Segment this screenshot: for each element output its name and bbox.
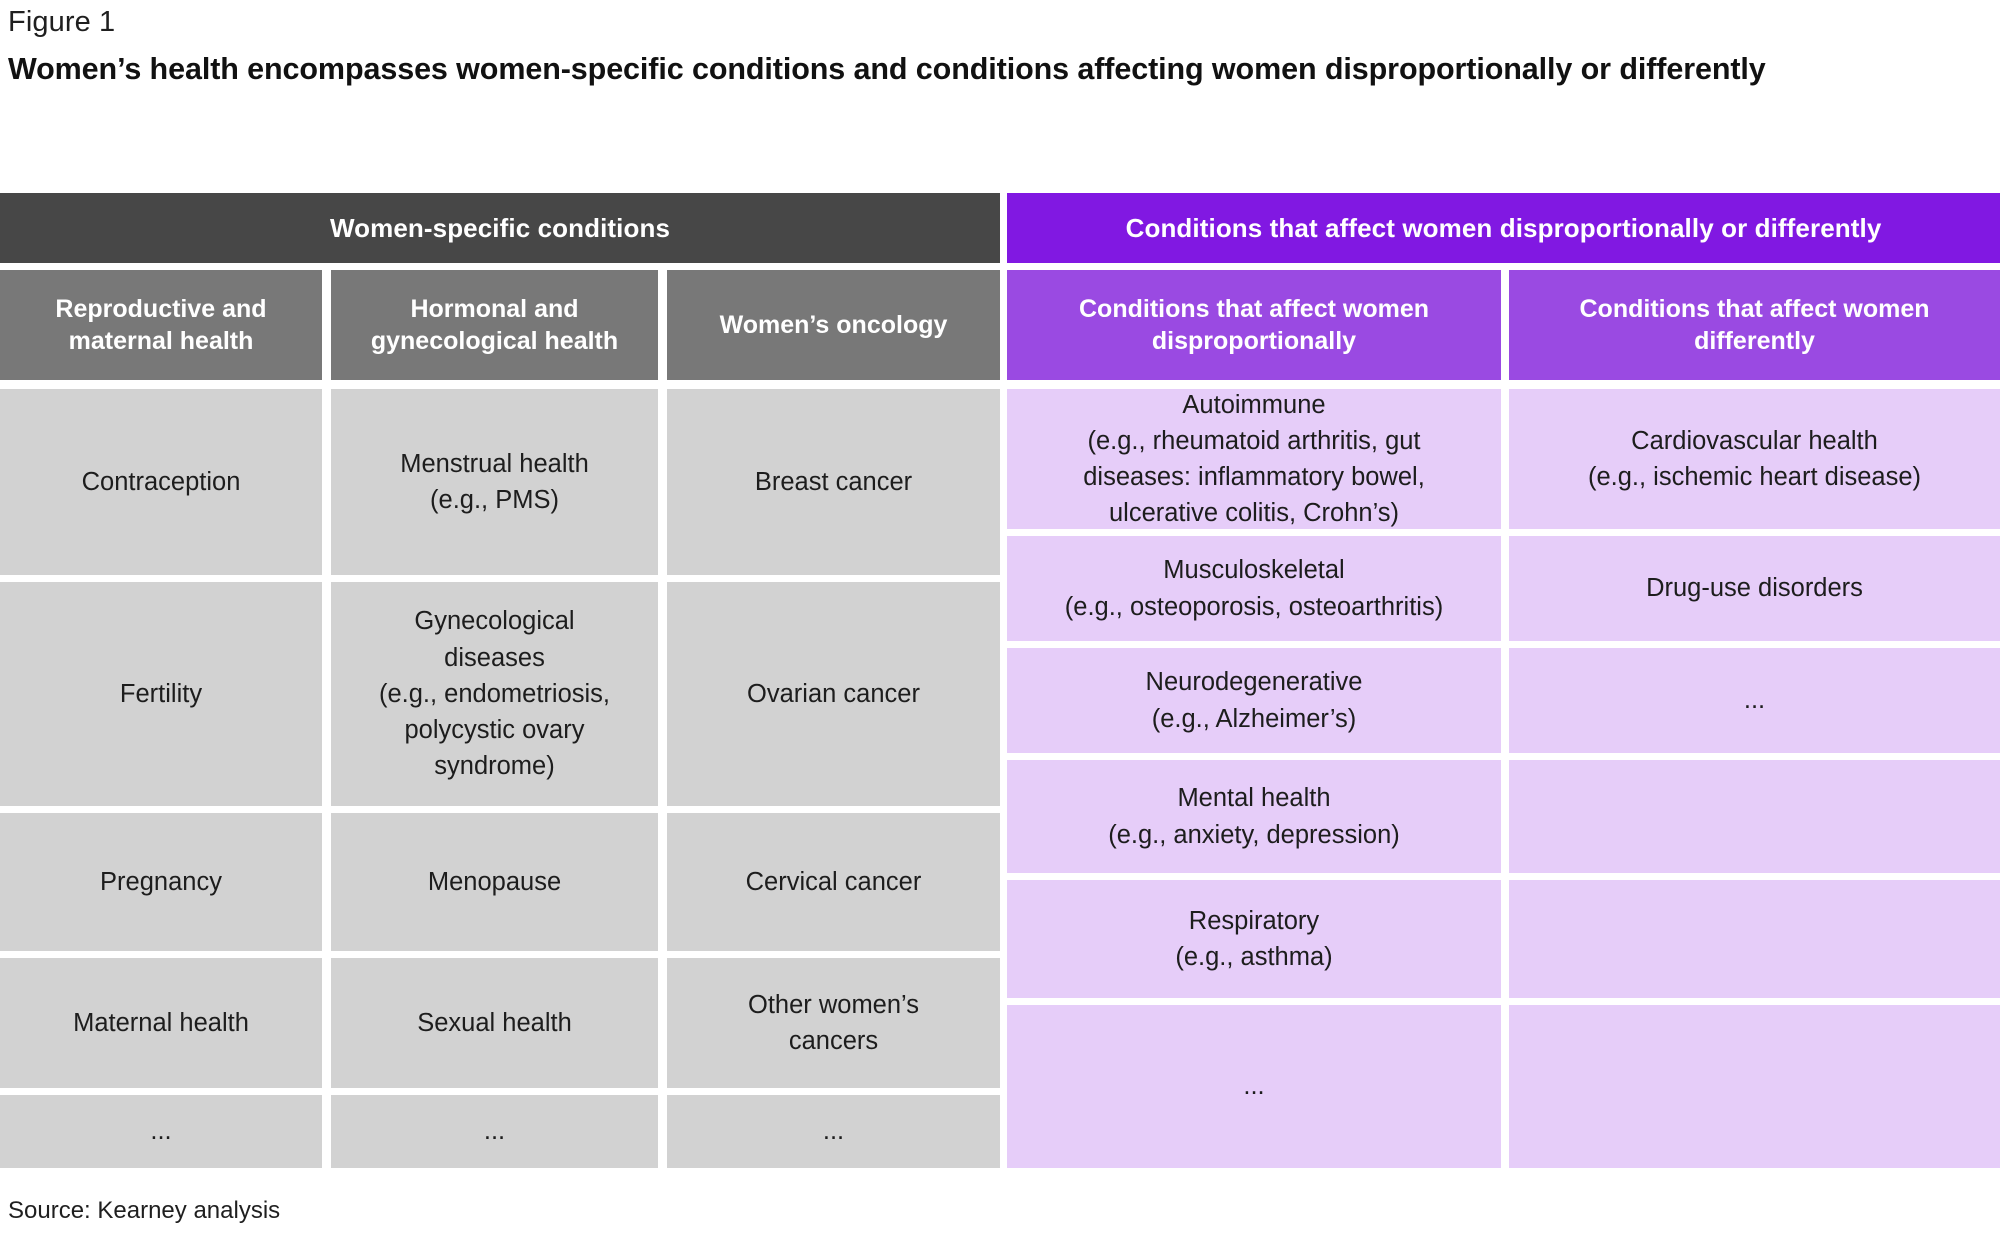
cell-text: Gynecological diseases (e.g., endometrio… [378, 607, 611, 781]
column-header-label: Hormonal and gynecological health [370, 295, 619, 355]
table-cell-differently-1: Cardiovascular health (e.g., ischemic he… [1509, 389, 2000, 529]
table-cell-disproportionally-2: Musculoskeletal (e.g., osteoporosis, ost… [1007, 536, 1501, 641]
page-title: Women’s health encompasses women-specifi… [8, 52, 1766, 86]
column-header-label: Reproductive and maternal health [55, 295, 267, 355]
table-cell-differently-4 [1509, 760, 2000, 873]
cell-text: Fertility [119, 679, 203, 708]
cell-text: Respiratory (e.g., asthma) [1175, 906, 1333, 971]
cell-text: Ovarian cancer [747, 679, 920, 708]
table-cell-hormonal-4: Sexual health [331, 958, 658, 1088]
cell-text: ... [483, 1117, 506, 1146]
cell-text: Menstrual health (e.g., PMS) [400, 449, 589, 514]
figure-label: Figure 1 [8, 6, 116, 38]
table-cell-reproductive-5: ... [0, 1095, 322, 1168]
table-cell-differently-3: ... [1509, 648, 2000, 753]
table-cell-hormonal-2: Gynecological diseases (e.g., endometrio… [331, 582, 658, 806]
cell-text: ... [822, 1117, 845, 1146]
table-cell-oncology-5: ... [667, 1095, 1000, 1168]
cell-text: Pregnancy [100, 867, 222, 896]
source-note: Source: Kearney analysis [8, 1197, 281, 1224]
column-header-hormonal-gynecological-health: Hormonal and gynecological health [331, 270, 658, 380]
cell-text: Maternal health [73, 1008, 249, 1037]
table-cell-disproportionally-4: Mental health (e.g., anxiety, depression… [1007, 760, 1501, 873]
column-header-affect-women-differently: Conditions that affect women differently [1509, 270, 2000, 380]
table-cell-disproportionally-1: Autoimmune (e.g., rheumatoid arthritis, … [1007, 389, 1501, 529]
table-cell-disproportionally-6: ... [1007, 1005, 1501, 1168]
column-header-label: Women’s oncology [719, 311, 948, 339]
table-cell-oncology-1: Breast cancer [667, 389, 1000, 575]
table-cell-hormonal-5: ... [331, 1095, 658, 1168]
group-header-women-specific: Women-specific conditions [0, 193, 1000, 263]
table-cell-oncology-3: Cervical cancer [667, 813, 1000, 951]
cell-text: Drug-use disorders [1646, 574, 1863, 603]
cell-text: ... [1743, 686, 1766, 715]
table-cell-differently-6 [1509, 1005, 2000, 1168]
cell-text: Other women’s cancers [747, 990, 920, 1055]
table-cell-reproductive-2: Fertility [0, 582, 322, 806]
cell-text: Autoimmune (e.g., rheumatoid arthritis, … [1083, 390, 1425, 528]
cell-text: Sexual health [417, 1008, 572, 1037]
table-cell-hormonal-3: Menopause [331, 813, 658, 951]
cell-text: Cervical cancer [745, 867, 922, 896]
column-header-reproductive-maternal-health: Reproductive and maternal health [0, 270, 322, 380]
cell-text: Cardiovascular health (e.g., ischemic he… [1587, 426, 1922, 491]
table-cell-differently-2: Drug-use disorders [1509, 536, 2000, 641]
table-cell-oncology-4: Other women’s cancers [667, 958, 1000, 1088]
table-cell-differently-5 [1509, 880, 2000, 998]
cell-text: Mental health (e.g., anxiety, depression… [1108, 784, 1400, 849]
table-cell-hormonal-1: Menstrual health (e.g., PMS) [331, 389, 658, 575]
column-header-label: Conditions that affect women disproporti… [1079, 295, 1429, 355]
conditions-table: Women-specific conditions Conditions tha… [0, 193, 2000, 1168]
cell-text: Contraception [81, 467, 241, 496]
cell-text: ... [150, 1117, 172, 1146]
table-cell-reproductive-3: Pregnancy [0, 813, 322, 951]
table-cell-disproportionally-5: Respiratory (e.g., asthma) [1007, 880, 1501, 998]
cell-text: Neurodegenerative (e.g., Alzheimer’s) [1145, 668, 1363, 733]
cell-text: Menopause [427, 867, 562, 896]
table-cell-oncology-2: Ovarian cancer [667, 582, 1000, 806]
table-cell-reproductive-1: Contraception [0, 389, 322, 575]
group-header-disproportionally-or-differently: Conditions that affect women disproporti… [1007, 193, 2000, 263]
cell-text: Musculoskeletal (e.g., osteoporosis, ost… [1064, 556, 1444, 621]
table-cell-disproportionally-3: Neurodegenerative (e.g., Alzheimer’s) [1007, 648, 1501, 753]
table-cell-reproductive-4: Maternal health [0, 958, 322, 1088]
column-header-womens-oncology: Women’s oncology [667, 270, 1000, 380]
cell-text: ... [1243, 1072, 1265, 1101]
cell-text: Breast cancer [754, 467, 913, 496]
column-header-affect-women-disproportionally: Conditions that affect women disproporti… [1007, 270, 1501, 380]
column-header-label: Conditions that affect women differently [1579, 295, 1930, 355]
